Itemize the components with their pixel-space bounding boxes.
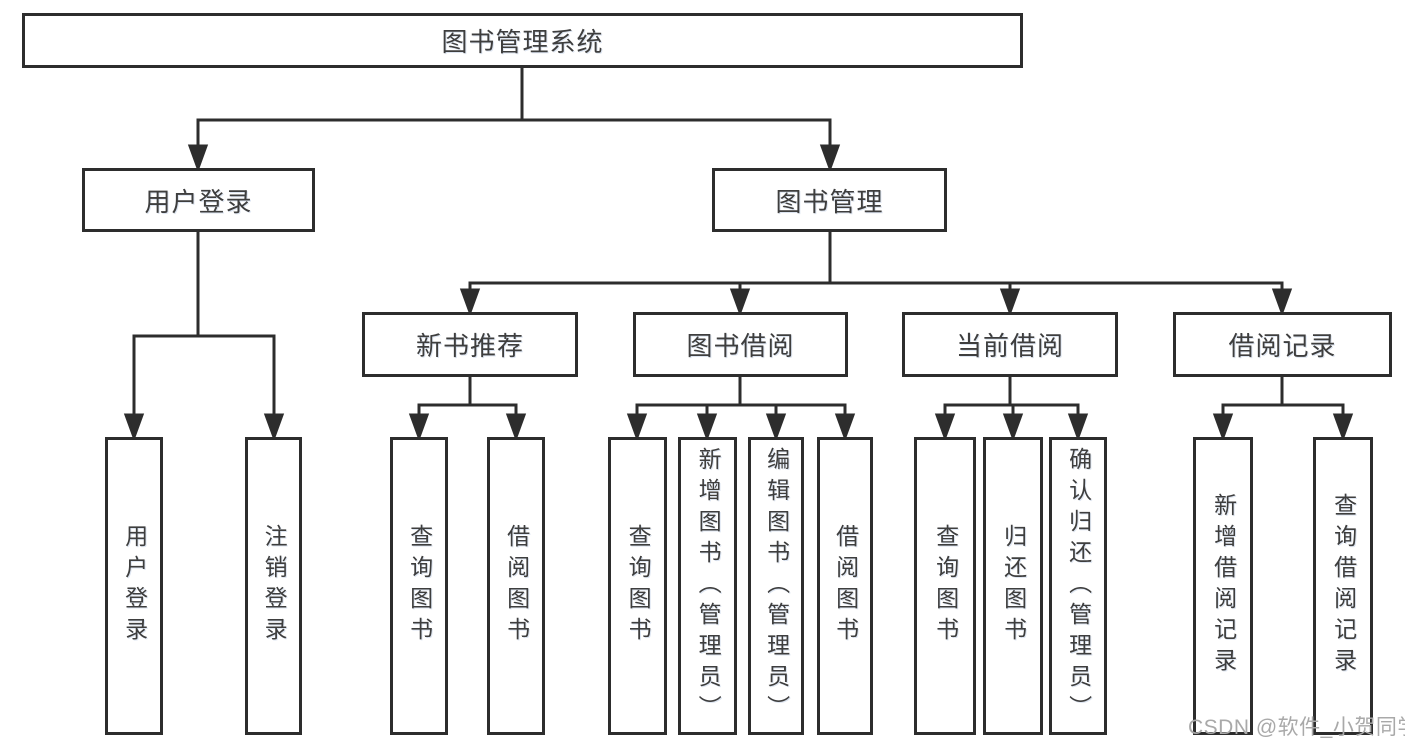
leaf-borrow-query-book: 查询图书 (608, 437, 667, 735)
node-user-login-label: 用户登录 (144, 186, 253, 217)
leaf-logout: 注销登录 (245, 437, 302, 735)
node-root-label: 图书管理系统 (441, 27, 604, 57)
node-book-borrow: 图书借阅 (633, 312, 848, 377)
leaf-borrow-edit-book-admin: 编辑图书（管理员） (748, 437, 804, 735)
leaf-borrow-add-book-admin: 新增图书（管理员） (678, 437, 737, 735)
node-user-login: 用户登录 (82, 168, 315, 232)
leaf-current-return-book: 归还图书 (983, 437, 1043, 735)
node-new-book-recommend: 新书推荐 (362, 312, 578, 377)
leaf-user-login: 用户登录 (105, 437, 163, 735)
node-book-management: 图书管理 (712, 168, 947, 232)
node-new-book-recommend-label: 新书推荐 (415, 331, 524, 361)
node-book-management-label: 图书管理 (775, 186, 884, 217)
leaf-records-add-record: 新增借阅记录 (1193, 437, 1253, 735)
leaf-records-query-record: 查询借阅记录 (1313, 437, 1373, 735)
leaf-borrow-borrow-book: 借阅图书 (817, 437, 873, 735)
leaf-current-confirm-return-admin: 确认归还（管理员） (1049, 437, 1107, 735)
node-borrow-records-label: 借阅记录 (1228, 331, 1337, 361)
leaf-newbook-borrow-book: 借阅图书 (487, 437, 545, 735)
csdn-watermark: CSDN @软件_小贺同学 (1188, 716, 1405, 739)
leaf-newbook-query-book: 查询图书 (390, 437, 448, 735)
node-current-borrow: 当前借阅 (902, 312, 1118, 377)
leaf-current-query-book: 查询图书 (914, 437, 976, 735)
node-book-borrow-label: 图书借阅 (686, 331, 795, 361)
node-current-borrow-label: 当前借阅 (955, 331, 1064, 361)
node-borrow-records: 借阅记录 (1173, 312, 1392, 377)
node-root-system: 图书管理系统 (22, 13, 1023, 68)
